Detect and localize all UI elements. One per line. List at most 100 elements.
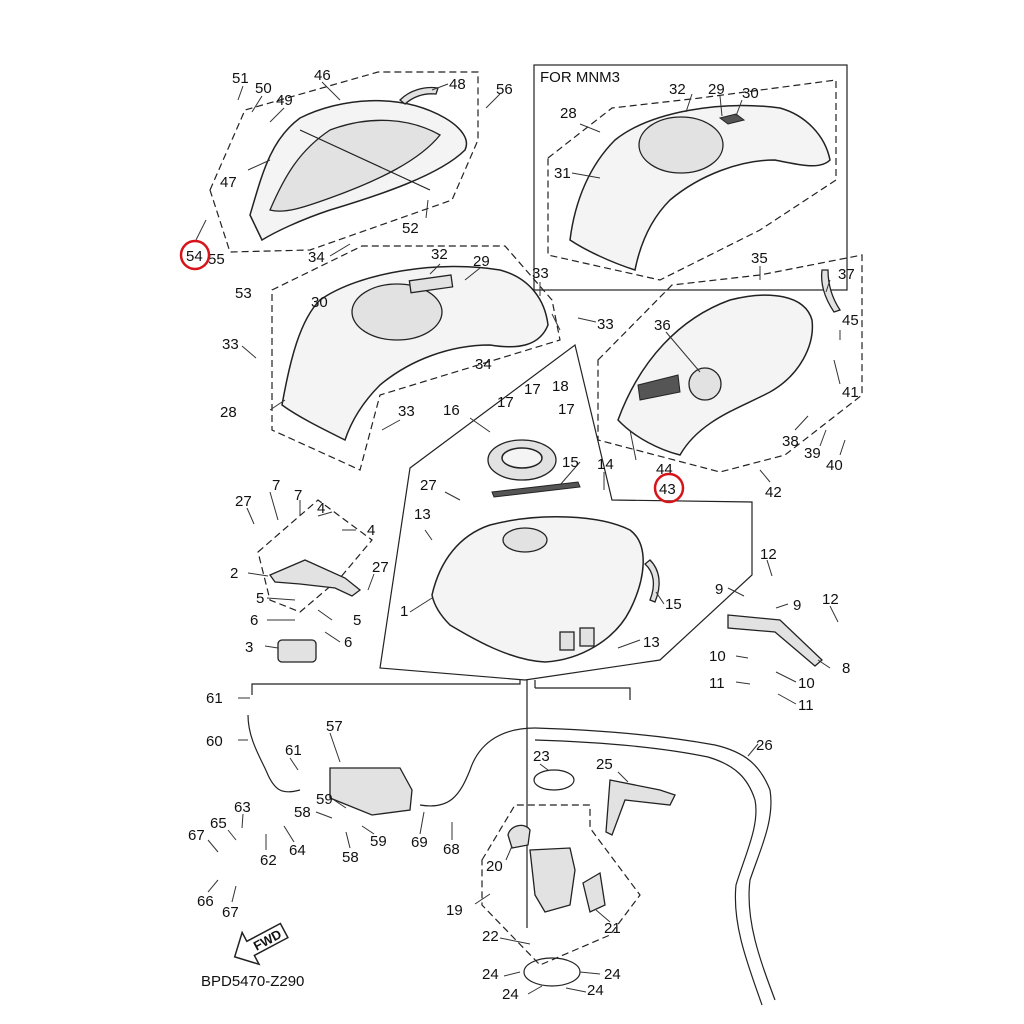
callout-27b[interactable]: 27	[235, 493, 252, 510]
callout-1[interactable]: 1	[400, 603, 408, 620]
callout-27c[interactable]: 27	[372, 559, 389, 576]
callout-24c[interactable]: 24	[502, 986, 519, 1003]
callout-17a[interactable]: 17	[497, 394, 514, 411]
callout-53[interactable]: 53	[235, 285, 252, 302]
callout-27a[interactable]: 27	[420, 477, 437, 494]
callout-67b[interactable]: 67	[222, 904, 239, 921]
callout-30b[interactable]: 30	[742, 85, 759, 102]
callout-24a[interactable]: 24	[482, 966, 499, 983]
callout-13a[interactable]: 13	[414, 506, 431, 523]
callout-11a[interactable]: 11	[709, 675, 725, 692]
callout-52[interactable]: 52	[402, 220, 419, 237]
callout-34a[interactable]: 34	[308, 249, 325, 266]
callout-15a[interactable]: 15	[562, 454, 579, 471]
callout-7a[interactable]: 7	[272, 477, 280, 494]
callout-65[interactable]: 65	[210, 815, 227, 832]
callout-55[interactable]: 55	[208, 251, 225, 268]
callout-29b[interactable]: 29	[708, 81, 725, 98]
callout-18[interactable]: 18	[552, 378, 569, 395]
callout-5a[interactable]: 5	[256, 590, 264, 607]
fuel-pump-body	[529, 847, 576, 913]
callout-9b[interactable]: 9	[793, 597, 801, 614]
callout-39[interactable]: 39	[804, 445, 821, 462]
callout-10a[interactable]: 10	[709, 648, 726, 665]
callout-42[interactable]: 42	[765, 484, 782, 501]
callout-32b[interactable]: 32	[669, 81, 686, 98]
callout-22[interactable]: 22	[482, 928, 499, 945]
callout-36[interactable]: 36	[654, 317, 671, 334]
callout-59a[interactable]: 59	[316, 791, 333, 808]
callout-43[interactable]: 43	[659, 481, 676, 498]
callout-66[interactable]: 66	[197, 893, 214, 910]
callout-56[interactable]: 56	[496, 81, 513, 98]
callout-7b[interactable]: 7	[294, 487, 302, 504]
callout-45[interactable]: 45	[842, 312, 859, 329]
callout-49[interactable]: 49	[276, 92, 293, 109]
callout-57[interactable]: 57	[326, 718, 343, 735]
callout-61b[interactable]: 61	[285, 742, 302, 759]
callout-37[interactable]: 37	[838, 266, 855, 283]
callout-14[interactable]: 14	[597, 456, 614, 473]
callout-17b[interactable]: 17	[524, 381, 541, 398]
callout-40[interactable]: 40	[826, 457, 843, 474]
callout-62[interactable]: 62	[260, 852, 277, 869]
callout-68[interactable]: 68	[443, 841, 460, 858]
callout-47[interactable]: 47	[220, 174, 237, 191]
callout-8[interactable]: 8	[842, 660, 850, 677]
part-32-plate	[408, 274, 454, 294]
callout-25[interactable]: 25	[596, 756, 613, 773]
callout-33b[interactable]: 33	[597, 316, 614, 333]
callout-24b[interactable]: 24	[604, 966, 621, 983]
callout-12b[interactable]: 12	[822, 591, 839, 608]
callout-67a[interactable]: 67	[188, 827, 205, 844]
callout-69[interactable]: 69	[411, 834, 428, 851]
callout-3[interactable]: 3	[245, 639, 253, 656]
callout-63[interactable]: 63	[234, 799, 251, 816]
callout-20[interactable]: 20	[486, 858, 503, 875]
callout-33c[interactable]: 33	[222, 336, 239, 353]
callout-60[interactable]: 60	[206, 733, 223, 750]
callout-30a[interactable]: 30	[311, 294, 328, 311]
callout-33a[interactable]: 33	[532, 265, 549, 282]
part-20-filter	[507, 824, 531, 849]
callout-51[interactable]: 51	[232, 70, 249, 87]
callout-41[interactable]: 41	[842, 384, 859, 401]
callout-34b[interactable]: 34	[475, 356, 492, 373]
callout-19[interactable]: 19	[446, 902, 463, 919]
callout-12a[interactable]: 12	[760, 546, 777, 563]
callout-9a[interactable]: 9	[715, 581, 723, 598]
callout-64[interactable]: 64	[289, 842, 306, 859]
callout-32a[interactable]: 32	[431, 246, 448, 263]
callout-11b[interactable]: 11	[798, 697, 814, 714]
callout-48[interactable]: 48	[449, 76, 466, 93]
callout-54[interactable]: 54	[186, 248, 203, 265]
callout-23[interactable]: 23	[533, 748, 550, 765]
callout-59b[interactable]: 59	[370, 833, 387, 850]
callout-50[interactable]: 50	[255, 80, 272, 97]
callout-61a[interactable]: 61	[206, 690, 223, 707]
callout-10b[interactable]: 10	[798, 675, 815, 692]
callout-21[interactable]: 21	[604, 920, 621, 937]
callout-17c[interactable]: 17	[558, 401, 575, 418]
callout-13b[interactable]: 13	[643, 634, 660, 651]
callout-29a[interactable]: 29	[473, 253, 490, 270]
callout-24d[interactable]: 24	[587, 982, 604, 999]
callout-6a[interactable]: 6	[250, 612, 258, 629]
callout-31[interactable]: 31	[554, 165, 571, 182]
callout-16[interactable]: 16	[443, 402, 460, 419]
callout-15b[interactable]: 15	[665, 596, 682, 613]
callout-4b[interactable]: 4	[367, 522, 375, 539]
callout-6b[interactable]: 6	[344, 634, 352, 651]
callout-35[interactable]: 35	[751, 250, 768, 267]
callout-58b[interactable]: 58	[342, 849, 359, 866]
callout-4a[interactable]: 4	[317, 500, 325, 517]
callout-28a[interactable]: 28	[220, 404, 237, 421]
callout-2[interactable]: 2	[230, 565, 238, 582]
callout-26[interactable]: 26	[756, 737, 773, 754]
callout-38[interactable]: 38	[782, 433, 799, 450]
callout-33d[interactable]: 33	[398, 403, 415, 420]
callout-46[interactable]: 46	[314, 67, 331, 84]
callout-28b[interactable]: 28	[560, 105, 577, 122]
callout-5b[interactable]: 5	[353, 612, 361, 629]
callout-58a[interactable]: 58	[294, 804, 311, 821]
